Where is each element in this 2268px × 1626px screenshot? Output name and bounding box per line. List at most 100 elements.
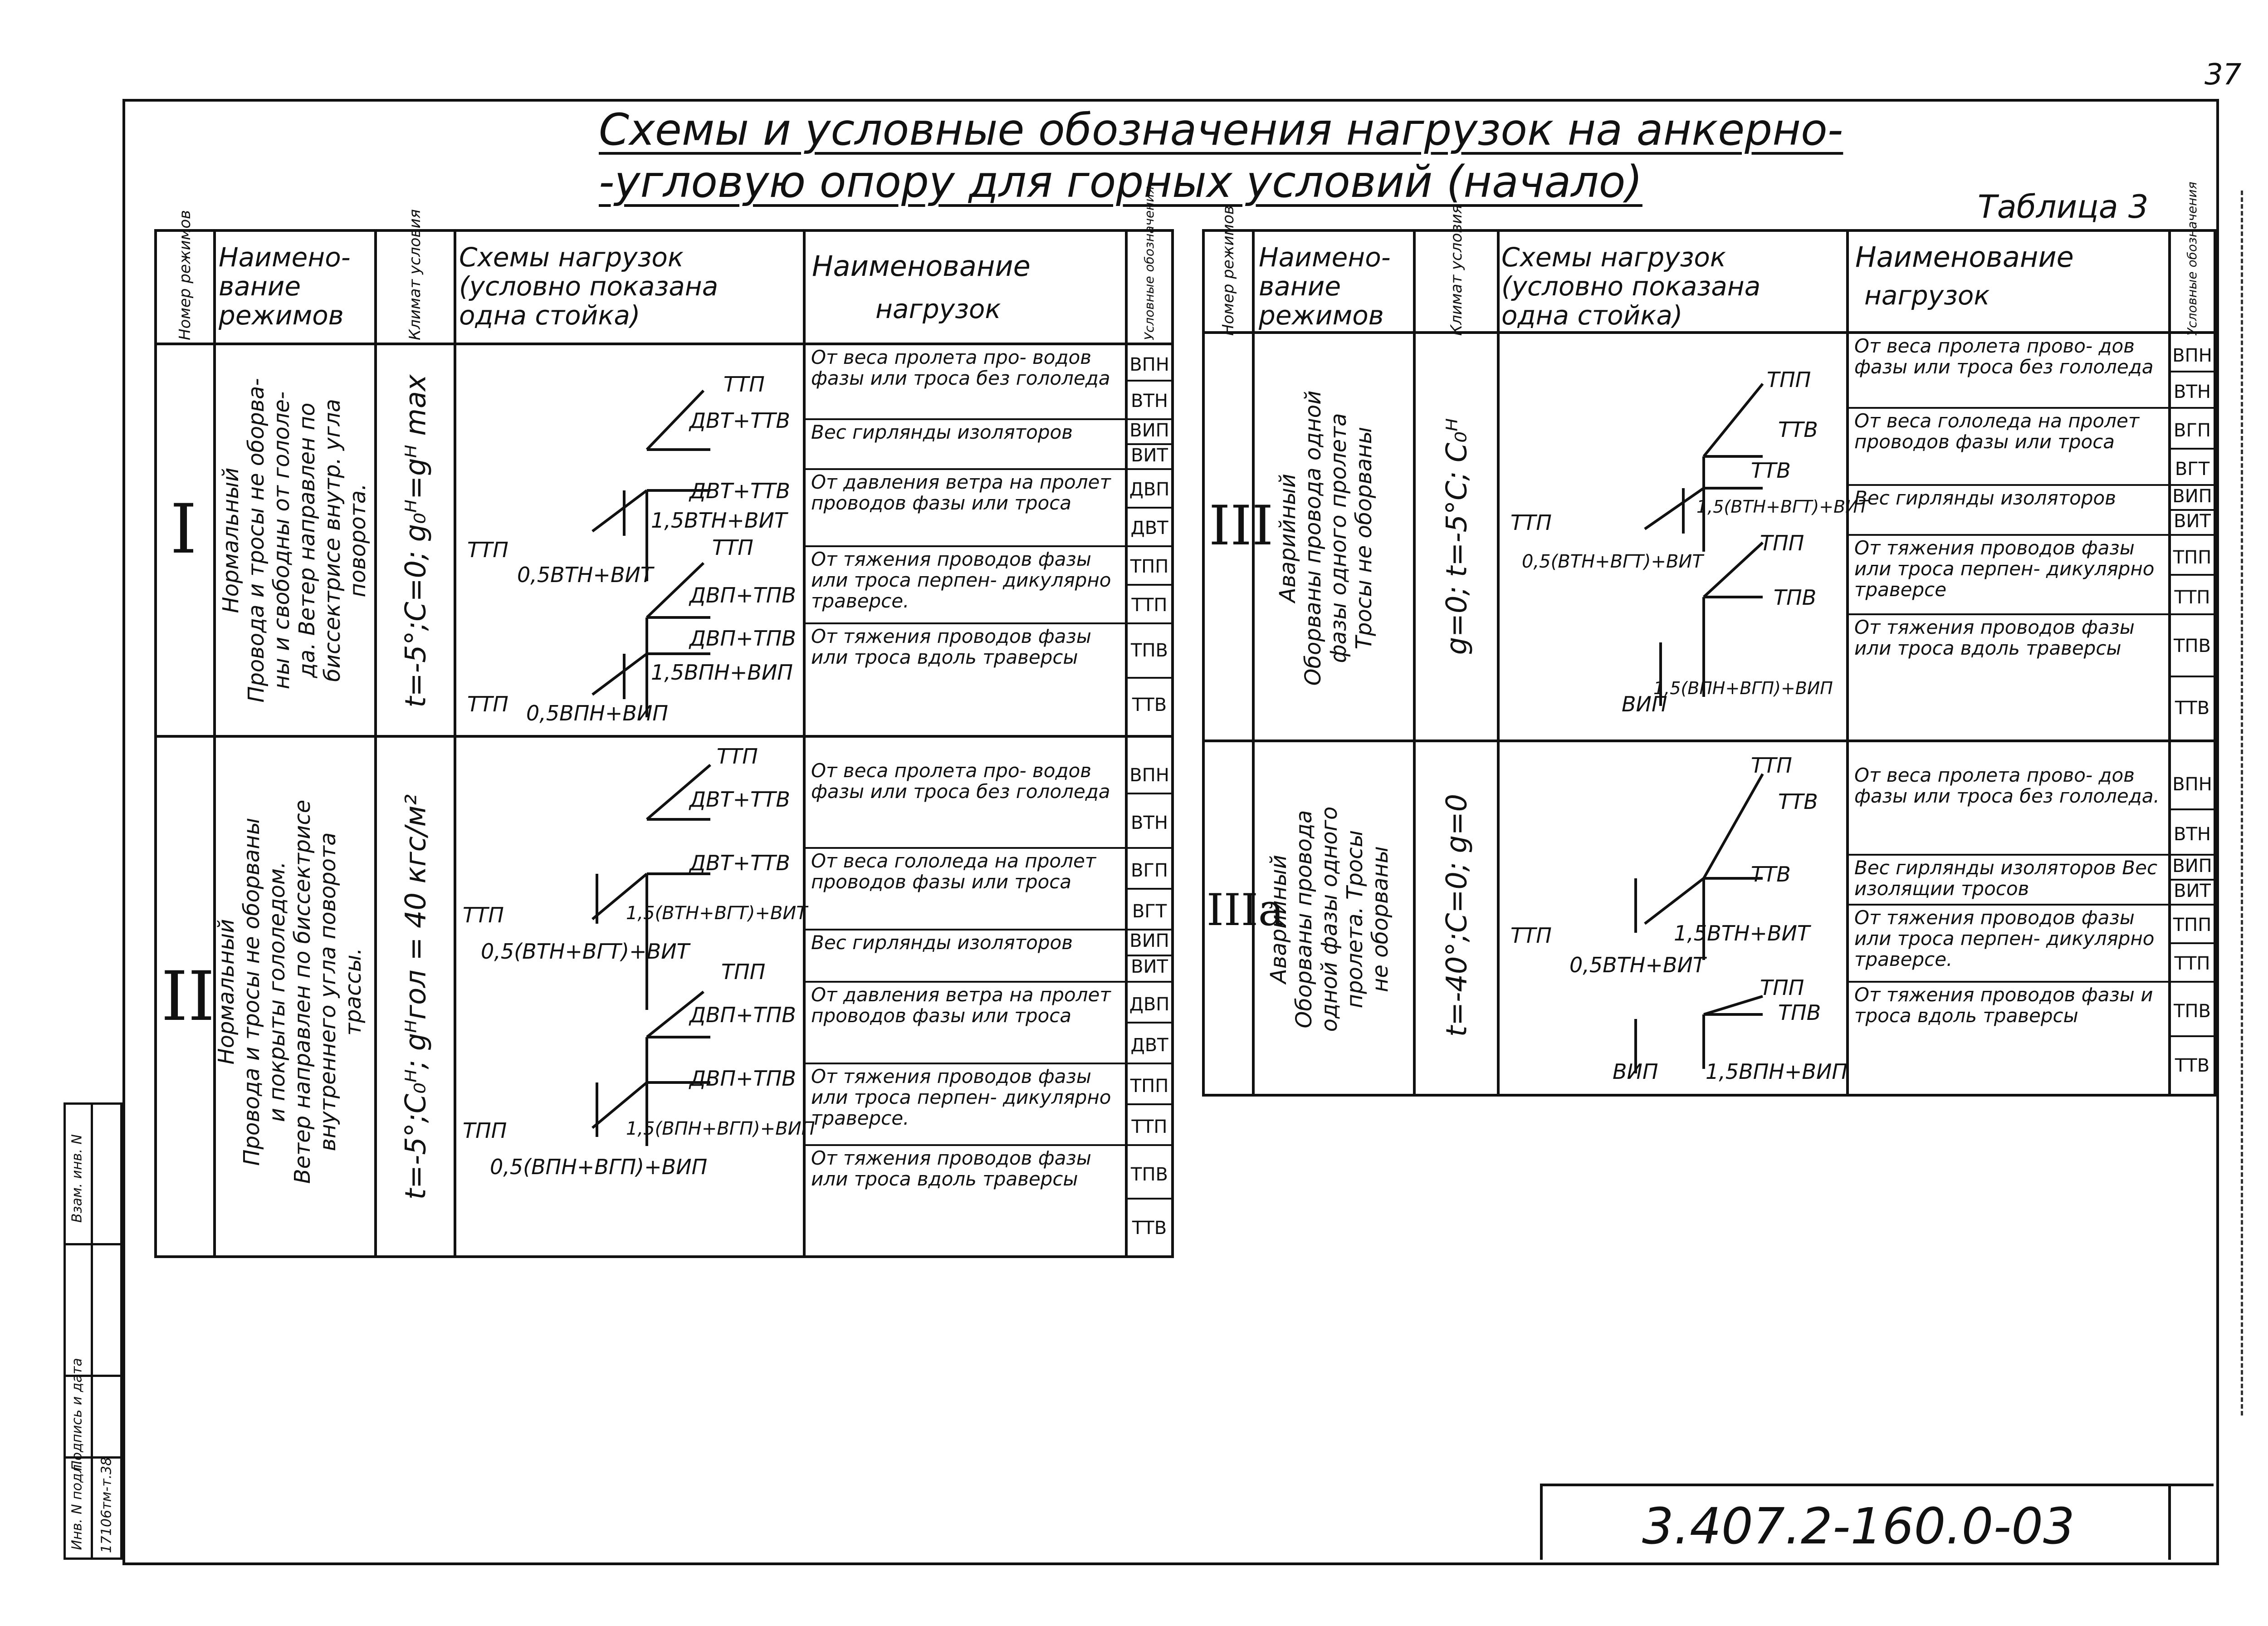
row-3-mode-cell: Аварийный Оборваны провода одной фазы од… (1255, 334, 1413, 740)
hdr-r-codes-cell: Условные обозначения (2171, 181, 2214, 336)
hdr-number-cell: Номер режимов (157, 210, 213, 343)
doc-number: 3.407.2-160.0-03 (1642, 1497, 2075, 1555)
row-2-code-9: ТПП (1128, 1064, 1171, 1105)
row-4-code-3: ВИП (2171, 856, 2214, 881)
row-4-load-3: От тяжения проводов фазы или троса перпе… (1849, 906, 2168, 983)
row-2-code-3: ВГП (1128, 849, 1171, 890)
hdr-load-name: Наименование нагрузок (812, 252, 1120, 324)
hdr-r-load-name-l1: Наименование (1855, 240, 2074, 274)
row-2-label-3: ДВТ+ТТВ (689, 851, 790, 875)
row-2-label-10: 1,5(ВПН+ВГП)+ВИП (626, 1118, 815, 1139)
row-2-label-4: 1,5(ВТН+ВГТ)+ВИТ (626, 903, 807, 924)
row-4-mode-cell: Аварийный Оборваны провода одной фазы од… (1255, 742, 1413, 1091)
row-1-code-2: ВТН (1128, 382, 1171, 420)
row-3-codes: ВПН ВТН ВГП ВГТ ВИП ВИТ ТПП ТТП ТПВ ТТВ (2171, 334, 2214, 740)
title-line-1: Схемы и условные обозначения нагрузок на… (599, 104, 1843, 155)
left-table (154, 229, 1174, 1258)
row-3-load-2: От веса гололеда на пролет проводов фазы… (1849, 409, 2168, 486)
row-2-load-6: От тяжения проводов фазы или троса вдоль… (811, 1147, 1091, 1190)
row-2-label-8: ДВП+ТПВ (689, 1003, 796, 1027)
row-2-codes: ВПН ВТН ВГП ВГТ ВИП ВИТ ДВП ДВТ ТПП ТТП … (1128, 738, 1171, 1253)
row-3-load-4: От тяжения проводов фазы или троса перпе… (1849, 536, 2168, 615)
row-1-label-4: 1,5ВТН+ВИТ (651, 508, 787, 533)
row-2-load-2: От веса гололеда на пролет проводов фазы… (806, 849, 1125, 931)
row-4-label-10: 1,5ВПН+ВИП (1706, 1059, 1848, 1084)
row-3-code-9: ТПВ (2171, 615, 2214, 677)
row-4-code-1: ВПН (2171, 742, 2214, 810)
row-3-label-5: ТТП (1510, 510, 1552, 535)
cut-line (2241, 191, 2243, 1415)
row-1-label-10: 1,5ВПН+ВИП (651, 660, 793, 685)
hdr-mode-name: Наимено- вание режимов (219, 242, 351, 331)
row-1-label-3: ДВТ+ТТВ (689, 479, 790, 503)
row-2-code-4: ВГТ (1128, 890, 1171, 931)
stamp-inv-replace: Взам. инв. N (69, 1134, 85, 1223)
row-4-climate: t=-40°;C=0; g=0 (1440, 793, 1473, 1037)
row-2-code-5: ВИП (1128, 931, 1171, 956)
row-2-label-9: ДВП+ТПВ (689, 1066, 796, 1091)
row-2-climate: t=-5°;C₀ᴴ; gᴴгол = 40 кгс/м² (399, 794, 432, 1200)
row-2-code-8: ДВТ (1128, 1024, 1171, 1064)
row-3-label-2: ТТВ (1778, 417, 1818, 442)
row-3-climate: g=0; t=-5°C; C₀ᴴ (1440, 418, 1473, 655)
row-2-loads: От веса пролета про- водов фазы или трос… (806, 738, 1125, 1253)
hdr-codes-cell: Условные обозначения (1128, 186, 1171, 343)
row-1-code-7: ТПП (1128, 547, 1171, 586)
row-2-climate-cell: t=-5°;C₀ᴴ; gᴴгол = 40 кгс/м² (377, 738, 454, 1253)
row-4-code-6: ТТП (2171, 944, 2214, 983)
row-4-label-2: ТТВ (1778, 789, 1818, 814)
row-4-codes: ВПН ВТН ВИП ВИТ ТПП ТТП ТПВ ТТВ (2171, 742, 2214, 1091)
row-1-climate-cell: t=-5°;C=0; g₀ᴴ=gᴴ max (377, 345, 454, 735)
hdr-r-schemes-l2: (условно показана (1501, 271, 1761, 302)
row-2-load-3: Вес гирлянды изоляторов (806, 931, 1125, 983)
row-4-code-4: ВИТ (2171, 881, 2214, 906)
row-3-code-8: ТТП (2171, 576, 2214, 615)
row-3-load-3: Вес гирлянды изоляторов (1849, 486, 2168, 536)
row-1-label-5: ТТП (467, 538, 508, 562)
hdr-r-load-name-l2: нагрузок (1864, 280, 1990, 311)
hdr-r-schemes-l1: Схемы нагрузок (1501, 242, 1726, 273)
row-3-loads: От веса пролета прово- дов фазы или трос… (1849, 334, 2168, 740)
right-table (1202, 229, 2216, 1097)
hdr-r-number-cell: Номер режимов (1205, 206, 1252, 336)
stamp-number: 17106тм-т.38 (98, 1457, 115, 1553)
row-1-load-1: От веса пролета про- водов фазы или трос… (806, 345, 1125, 420)
row-3-label-7: ТПП (1760, 531, 1804, 555)
row-1-code-3: ВИП (1128, 420, 1171, 445)
row-2-code-10: ТТП (1128, 1105, 1171, 1146)
row-3-mode: Аварийный Оборваны провода одной фазы од… (1275, 390, 1377, 686)
title-line-2: -угловую опору для горных условий (начал… (599, 157, 1642, 207)
row-4-load-2: Вес гирлянды изоляторов Вес изолящии тро… (1849, 856, 2168, 906)
row-1-loads: От веса пролета про- водов фазы или трос… (806, 345, 1125, 735)
hdr-climate-cell: Климат условия (377, 209, 454, 343)
row-4-load-1: От веса пролета прово- дов фазы или трос… (1849, 742, 2168, 856)
hdr-r-climate-cell: Климат условия (1416, 205, 1497, 336)
row-1-label-12: 0,5ВПН+ВИП (526, 701, 668, 725)
hdr-schemes-l1: Схемы нагрузок (459, 242, 684, 273)
row-1-code-5: ДВП (1128, 470, 1171, 509)
row-2-scheme (591, 764, 711, 1146)
row-4-label-8: ТПВ (1778, 1000, 1821, 1025)
row-2-roman: II (161, 957, 215, 1036)
row-2-label-5: ТТП (463, 903, 504, 927)
row-4-climate-cell: t=-40°;C=0; g=0 (1416, 742, 1497, 1091)
row-4-code-5: ТПП (2171, 906, 2214, 944)
row-3-label-9: ВИП (1622, 692, 1667, 716)
row-1-climate: t=-5°;C=0; g₀ᴴ=gᴴ max (399, 374, 432, 708)
row-3-label-8: ТПВ (1774, 585, 1817, 610)
row-3-label-10: 1,5(ВПН+ВГП)+ВИП (1653, 678, 1833, 698)
row-4-code-2: ВТН (2171, 810, 2214, 856)
row-1-scheme (591, 389, 710, 717)
row-4-label-4: 1,5ВТН+ВИТ (1674, 921, 1810, 945)
row-4-label-3: ТТВ (1751, 862, 1791, 886)
hdr-r-load-name: Наименование нагрузок (1855, 243, 2164, 310)
row-1-load-5: От тяжения проводов фазы или троса вдоль… (811, 625, 1091, 668)
row-4-load-4: От тяжения проводов фазы и троса вдоль т… (1854, 984, 2153, 1027)
drawing-frame (122, 99, 2219, 1565)
row-2-label-7: ТПП (721, 960, 766, 984)
row-3-code-2: ВТН (2171, 372, 2214, 409)
row-1-mode: Нормальный Провода и тросы не оборва- ны… (218, 378, 371, 703)
title-block (1540, 1484, 2214, 1560)
row-1-code-9: ТПВ (1128, 624, 1171, 679)
row-2-code-6: ВИТ (1128, 956, 1171, 983)
